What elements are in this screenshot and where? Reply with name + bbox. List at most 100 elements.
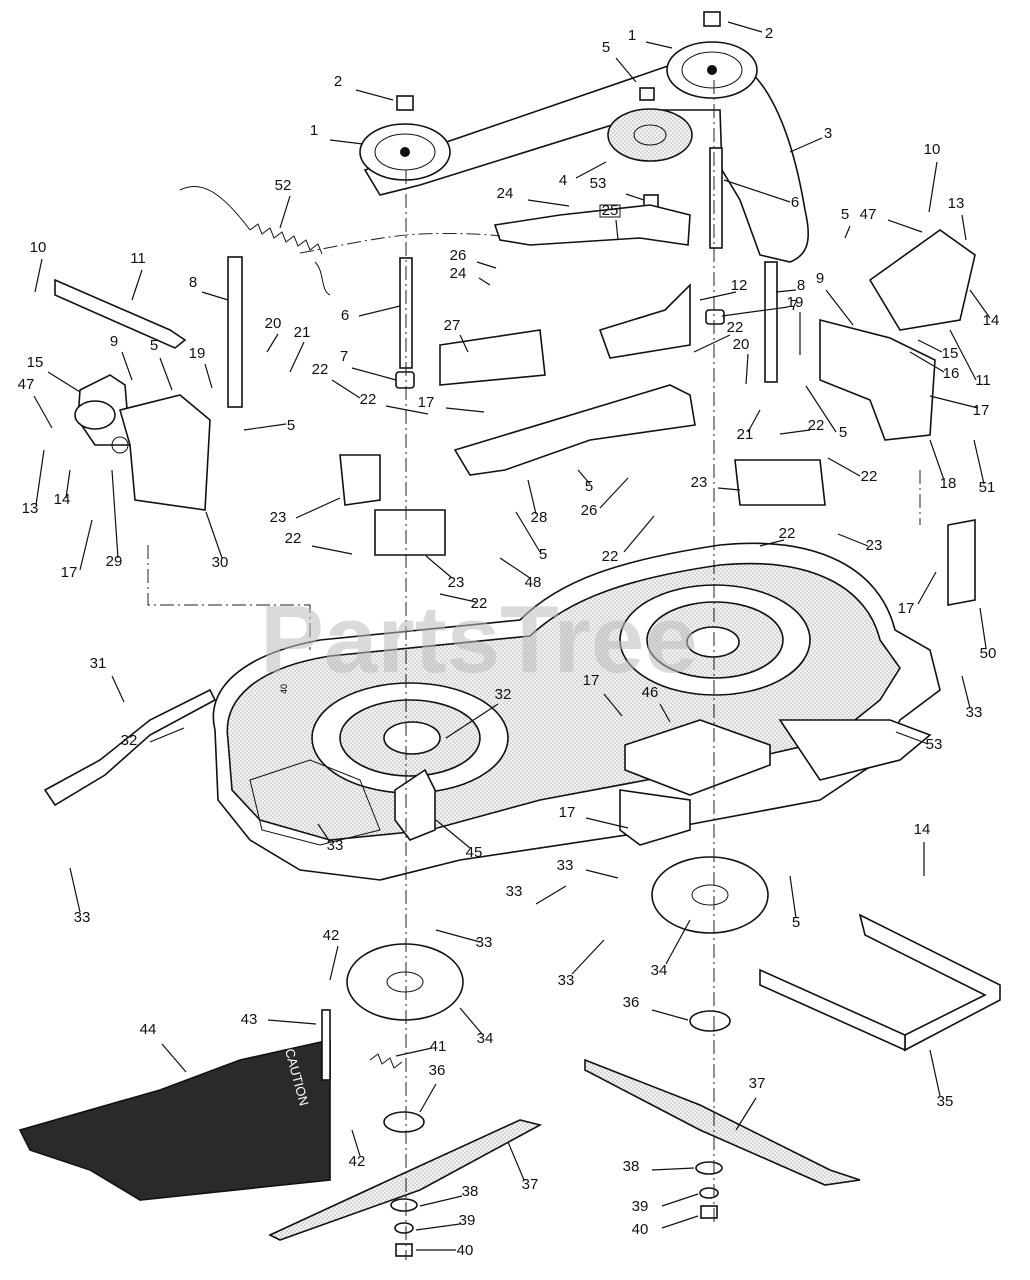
callout-16: 16 xyxy=(909,351,960,382)
callout-9-right: 9 xyxy=(816,270,854,326)
callout-leader xyxy=(759,539,785,547)
callout-21-left: 21 xyxy=(289,324,310,373)
callout-27: 27 xyxy=(444,317,469,353)
callout-15-left: 15 xyxy=(27,354,81,393)
callout-6-right-spindle: 6 xyxy=(723,179,799,211)
callout-label: 5 xyxy=(602,39,610,56)
callout-leader xyxy=(827,457,861,477)
callout-leader xyxy=(571,939,605,975)
callout-leader xyxy=(745,353,749,385)
callout-leader xyxy=(385,405,429,415)
callout-label: 22 xyxy=(285,530,302,547)
callout-26-mid: 26 xyxy=(581,477,629,519)
callout-leader xyxy=(929,439,945,481)
callout-label: 37 xyxy=(522,1176,539,1193)
callout-leader xyxy=(201,291,229,301)
callout-leader xyxy=(425,555,453,579)
callout-label: 41 xyxy=(430,1038,447,1055)
callout-8-left: 8 xyxy=(189,274,229,301)
callout-leader xyxy=(476,261,497,269)
callout-32-center: 32 xyxy=(445,686,511,739)
callout-leader xyxy=(979,607,987,649)
callout-label: 16 xyxy=(943,365,960,382)
callout-label: 19 xyxy=(787,294,804,311)
callout-leader xyxy=(279,195,291,229)
callout-label: 52 xyxy=(275,177,292,194)
callout-leader xyxy=(266,333,279,353)
callout-32-left: 32 xyxy=(121,727,185,749)
callout-leader xyxy=(204,363,213,389)
callout-10-left: 10 xyxy=(30,239,46,293)
callout-leader xyxy=(395,1047,433,1057)
callout-22-right-b: 22 xyxy=(827,457,878,485)
callout-22-right-a: 22 xyxy=(779,417,824,435)
callout-3-belt: 3 xyxy=(789,125,832,153)
callout-leader xyxy=(295,497,341,519)
callout-28: 28 xyxy=(527,479,547,526)
bearings-36 xyxy=(383,1010,731,1133)
callout-7-right: 7 xyxy=(721,297,798,317)
top-nut-right xyxy=(703,11,721,27)
callout-label: 18 xyxy=(940,475,957,492)
callout-leader xyxy=(844,225,851,239)
callout-23-right-top: 23 xyxy=(691,474,741,491)
callout-19-right: 19 xyxy=(787,294,804,355)
callout-label: 7 xyxy=(340,348,348,365)
callout-leader xyxy=(131,269,143,301)
callout-leader xyxy=(289,341,305,373)
callout-label: 22 xyxy=(312,361,329,378)
callout-leader xyxy=(577,469,591,485)
callout-label: 12 xyxy=(731,277,748,294)
callout-leader xyxy=(358,305,401,317)
callout-leader xyxy=(625,193,645,201)
callout-label: 10 xyxy=(924,141,941,158)
callout-51: 51 xyxy=(973,439,995,496)
callout-label: 8 xyxy=(797,277,805,294)
callout-leader xyxy=(659,703,671,723)
callout-label: 22 xyxy=(861,468,878,485)
callout-label: 47 xyxy=(860,206,877,223)
callout-label: 22 xyxy=(602,548,619,565)
callout-leader xyxy=(887,219,923,233)
callout-label: 37 xyxy=(749,1075,766,1092)
callout-label: 4 xyxy=(559,172,567,189)
callout-37-right: 37 xyxy=(735,1075,766,1131)
callout-33-center: 33 xyxy=(435,929,492,951)
callout-label: 43 xyxy=(241,1011,258,1028)
callout-leader xyxy=(34,258,43,293)
callout-11-left: 11 xyxy=(130,250,146,301)
right-bracket-assembly xyxy=(764,229,976,606)
callout-29: 29 xyxy=(106,469,122,570)
callout-17-lower: 17 xyxy=(559,804,629,829)
callout-leader xyxy=(805,385,837,433)
callout-label: 34 xyxy=(477,1030,494,1047)
callout-label: 31 xyxy=(90,655,107,672)
callout-leader xyxy=(159,357,173,391)
top-nut-left xyxy=(396,95,414,111)
idler-arm xyxy=(493,204,691,246)
callout-leader xyxy=(79,519,93,571)
callout-21-right: 21 xyxy=(737,409,761,443)
callout-40-left: 40 xyxy=(416,1242,473,1259)
callout-leader xyxy=(527,479,537,515)
callout-31: 31 xyxy=(90,655,125,703)
callout-5-top: 5 xyxy=(602,39,637,83)
callout-label: 15 xyxy=(942,345,959,362)
callout-10-right: 10 xyxy=(924,141,941,213)
callout-label: 53 xyxy=(926,736,943,753)
callout-35: 35 xyxy=(929,1049,953,1110)
callout-leader xyxy=(837,533,869,547)
callout-2-top-nut: 2 xyxy=(727,21,773,42)
callout-34-left: 34 xyxy=(459,1007,494,1047)
callout-leader xyxy=(779,429,811,435)
callout-17-mid: 17 xyxy=(418,394,485,413)
callout-label: 17 xyxy=(61,564,78,581)
callout-label: 13 xyxy=(22,500,39,517)
callout-43: 43 xyxy=(241,1011,317,1028)
callout-leader xyxy=(775,289,797,293)
callout-leader xyxy=(478,277,491,286)
callout-leader xyxy=(161,1043,187,1073)
callout-label: 33 xyxy=(74,909,91,926)
callout-label: 1 xyxy=(628,27,636,44)
